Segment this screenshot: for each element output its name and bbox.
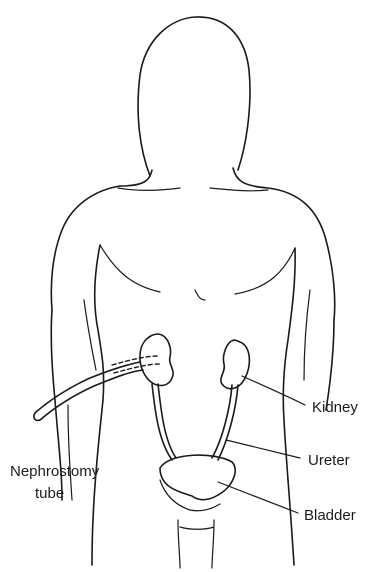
head-outline	[138, 17, 250, 176]
bladder-leader	[218, 482, 298, 513]
left-shoulder-outline	[51, 170, 152, 310]
ureter-leader	[226, 440, 300, 458]
bladder-label: Bladder	[304, 507, 356, 525]
right-arm-outline	[326, 320, 334, 410]
right-arm-inner	[304, 290, 310, 380]
crotch-line	[180, 527, 214, 529]
right-pectoral-line	[235, 248, 295, 294]
bladder	[160, 455, 235, 500]
nephrostomy-label-line1: Nephrostomy	[10, 463, 99, 481]
left-arm-inner	[68, 405, 72, 500]
collar-line	[118, 188, 268, 191]
left-ureter	[152, 384, 172, 460]
chest-center-line	[195, 290, 205, 300]
left-ureter-2	[158, 384, 176, 458]
right-ureter-2	[218, 385, 238, 460]
right-ureter	[212, 385, 232, 458]
right-torso-side	[283, 248, 295, 565]
left-pectoral-line	[100, 245, 160, 292]
ureter-label: Ureter	[308, 452, 350, 470]
left-kidney	[140, 334, 173, 386]
nephrostomy-tube-end	[34, 412, 40, 420]
nephrostomy-label-line2: tube	[35, 485, 64, 503]
kidney-label: Kidney	[312, 399, 358, 417]
kidney-leader	[242, 376, 305, 405]
left-torso-side	[92, 245, 104, 565]
right-kidney	[221, 340, 250, 389]
left-waist-inner	[84, 300, 96, 370]
